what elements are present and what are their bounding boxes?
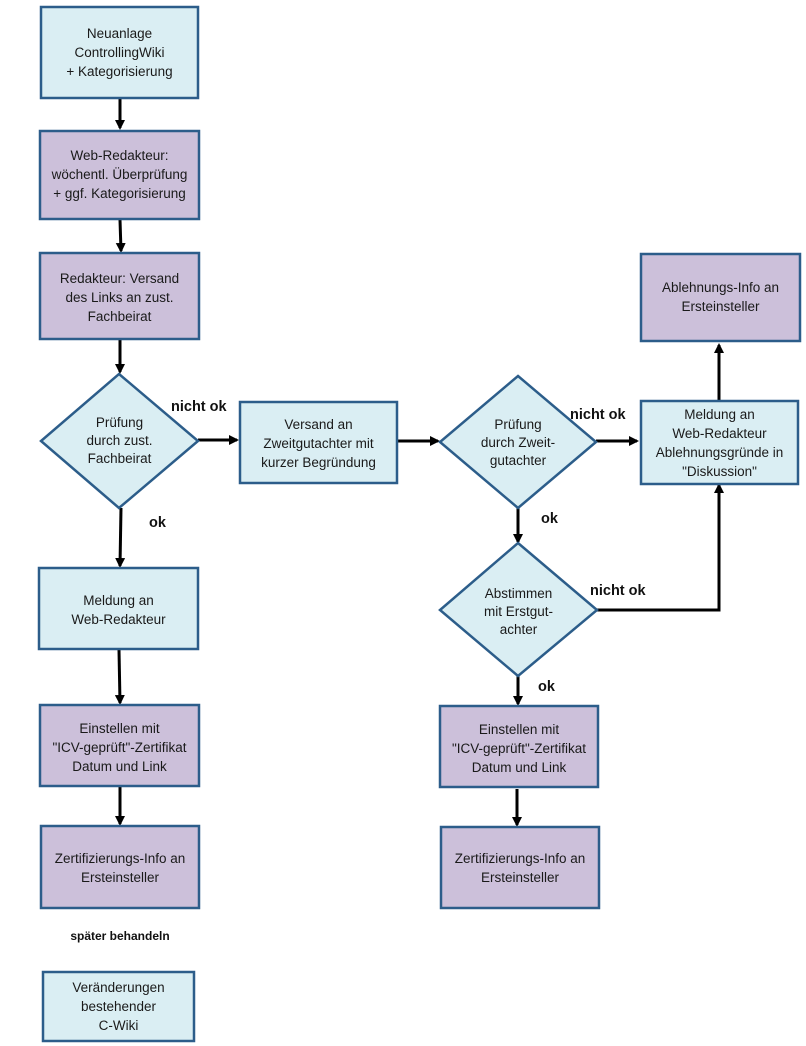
node-veraenderungen-line-1: Veränderungen [72,980,164,995]
node-veraenderungen-line-3: C-Wiki [99,1018,139,1033]
node-versand-zweitgutachter-line-1: Versand an [284,417,352,432]
node-pruefung-zweitgutachter-line-2: durch Zweit- [481,435,555,450]
node-pruefung-zweitgutachter: Prüfung durch Zweit-gutachter [438,374,598,510]
node-abstimmen-line-1: Abstimmen [485,586,553,601]
node-meldung-web-redakteur-line-1: Meldung an [83,593,154,608]
node-redakteur-versand-line-2: des Links an zust. [65,290,173,305]
node-ablehnungs-info-line-1: Ablehnungs-Info an [662,280,779,295]
node-pruefung-fachbeirat: Prüfung durch zust. Fachbeirat [39,372,200,510]
node-zertifizierung-rechts: Zertifizierungs-Info an Ersteinsteller [439,825,601,910]
label-fachbeirat-ok: ok [149,515,167,531]
node-neuanlage-line-3: + Kategorisierung [66,64,172,79]
node-meldung-web-redakteur-line-2: Web-Redakteur [71,612,166,627]
node-web-redakteur-line-3: + ggf. Kategorisierung [53,186,185,201]
node-zertifizierung-links: Zertifizierungs-Info an Ersteinsteller [39,824,201,910]
node-meldung-web-redakteur: Meldung an Web-Redakteur [37,566,200,651]
node-redakteur-versand-line-3: Fachbeirat [88,309,152,324]
edge-pruefung-to-meldung [115,507,126,568]
edge-web-redakteur-to-versand [115,219,126,253]
node-einstellen-rechts-line-1: Einstellen mit [479,722,560,737]
node-meldung-ablehnung-line-3: Ablehnungsgründe in [656,445,784,460]
node-web-redakteur-line-1: Web-Redakteur: [70,148,168,163]
node-abstimmen-line-3: achter [500,622,538,637]
label-fachbeirat-nicht-ok: nicht ok [171,399,228,415]
edges [114,98,724,827]
node-zertifizierung-links-line-2: Ersteinsteller [81,870,160,885]
node-ablehnungs-info: Ablehnungs-Info an Ersteinsteller [639,252,802,343]
label-abstimmen-ok: ok [538,679,556,695]
label-abstimmen-nicht-ok: nicht ok [590,583,647,599]
node-veraenderungen-line-2: bestehender [81,999,157,1014]
svg-text:Web-Redakteur:wöchentl. Überpr: Web-Redakteur: wöchentl. Überprüfung + ggf… [51,148,188,201]
node-meldung-ablehnung-line-2: Web-Redakteur [672,426,767,441]
node-pruefung-fachbeirat-line-3: Fachbeirat [88,451,152,466]
node-abstimmen-erstgutachter: Abstimmen mit Erstgut-achter [438,541,599,678]
node-meldung-ablehnung-line-4: "Diskussion" [682,464,757,479]
node-versand-zweitgutachter-line-2: Zweitgutachter mit [263,436,374,451]
node-web-redakteur-line-2: wöchentl. Überprüfung [51,167,188,182]
node-zertifizierung-links-line-1: Zertifizierungs-Info an [55,851,186,866]
node-einstellen-links-line-2: "ICV-geprüft"-Zertifikat [52,740,186,755]
node-einstellen-rechts-line-2: "ICV-geprüft"-Zertifikat [452,741,586,756]
node-web-redakteur-pruefung: Web-Redakteur: wöchentl. Überprüfung + ggf… [38,129,201,221]
node-pruefung-zweitgutachter-line-3: gutachter [490,453,547,468]
node-einstellen-links-line-3: Datum und Link [72,759,167,774]
node-pruefung-fachbeirat-line-1: Prüfung [96,415,143,430]
node-ablehnungs-info-line-2: Ersteinsteller [681,299,760,314]
label-zweitgutachter-ok: ok [541,511,559,527]
node-abstimmen-line-2: mit Erstgut- [484,604,553,619]
node-versand-zweitgutachter-line-3: kurzer Begründung [261,455,376,470]
node-einstellen-rechts-line-3: Datum und Link [472,760,567,775]
label-zweitgutachter-nicht-ok: nicht ok [570,407,627,423]
node-zertifizierung-rechts-line-2: Ersteinsteller [481,870,560,885]
svg-text:Einstellen mit"ICV-geprüft"-Ze: Einstellen mit "ICV-geprüft"-ZertifikatDa… [52,721,186,774]
node-versand-zweitgutachter: Versand an Zweitgutachter mit kurzer Begrü… [238,400,399,485]
note-spaeter-behandeln: später behandeln [70,929,169,943]
node-pruefung-fachbeirat-line-2: durch zust. [86,433,152,448]
node-pruefung-zweitgutachter-line-1: Prüfung [494,417,541,432]
node-neuanlage-line-1: Neuanlage [87,26,152,41]
node-neuanlage-line-2: ControllingWiki [74,45,164,60]
edge-abstimmen-to-meldung-ablehnung [597,483,724,612]
node-redakteur-versand-line-1: Redakteur: Versand [60,271,179,286]
node-zertifizierung-rechts-line-1: Zertifizierungs-Info an [455,851,586,866]
node-redakteur-versand: Redakteur: Versand des Links an zust. Fach… [38,251,201,341]
edge-meldung-to-einstellen-links [114,649,125,705]
node-einstellen-links-line-1: Einstellen mit [79,721,160,736]
node-meldung-ablehnung-line-1: Meldung an [684,407,755,422]
svg-text:Einstellen mit"ICV-geprüft"-Ze: Einstellen mit "ICV-geprüft"-ZertifikatDa… [452,722,586,775]
